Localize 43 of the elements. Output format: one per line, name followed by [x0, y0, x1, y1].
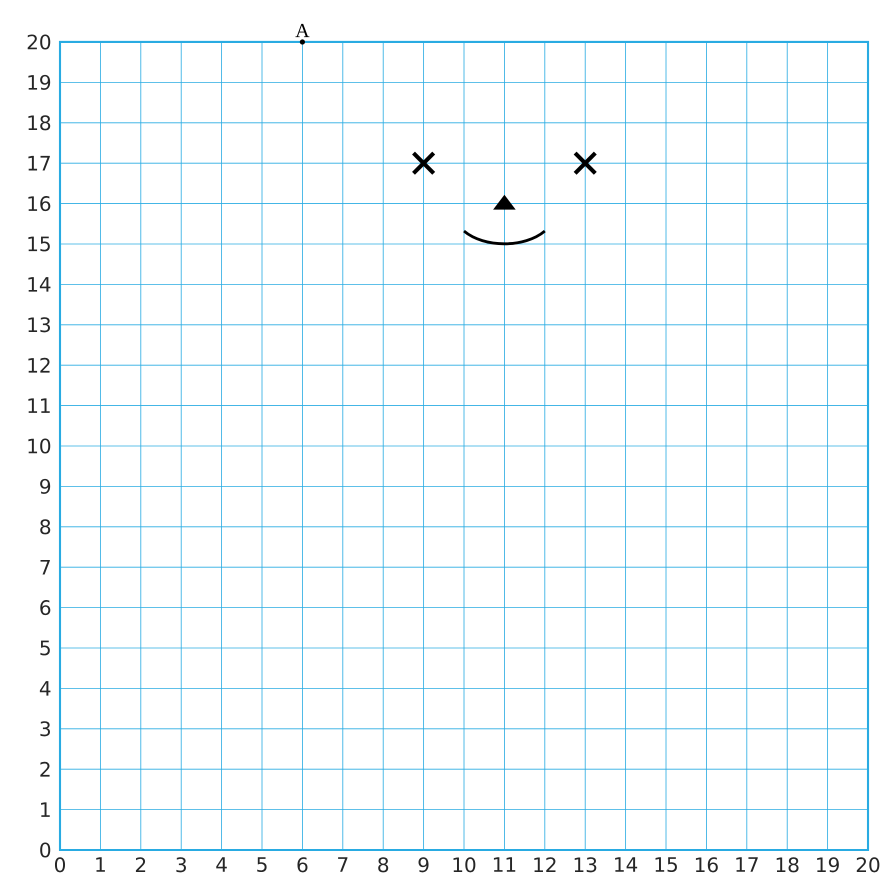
tick-label: 2	[136, 857, 146, 872]
tick-label: 14	[28, 277, 50, 292]
tick-label: 11	[28, 398, 50, 413]
tick-label: 7	[338, 857, 348, 872]
tick-label: 20	[28, 34, 50, 50]
tick-label: 16	[28, 196, 50, 212]
tick-label: 11	[494, 857, 516, 872]
tick-label: 1	[96, 857, 105, 872]
point-label: A	[295, 24, 310, 38]
tick-label: 16	[696, 857, 718, 872]
tick-label: 13	[574, 857, 596, 872]
tick-label: 17	[736, 857, 758, 872]
tick-label: 17	[28, 156, 50, 170]
tick-label: 10	[454, 857, 476, 872]
tick-label: 15	[656, 857, 677, 872]
tick-label: 9	[40, 478, 50, 494]
tick-label: 18	[776, 857, 799, 872]
tick-label: 13	[28, 317, 50, 332]
tick-label: 4	[40, 681, 50, 696]
tick-label: 2	[40, 762, 50, 777]
tick-label: 12	[534, 857, 556, 872]
tick-label: 10	[28, 438, 50, 454]
tick-label: 7	[40, 560, 50, 574]
tick-label: 5	[257, 857, 267, 872]
tick-label: 6	[40, 600, 50, 616]
tick-label: 3	[176, 857, 186, 872]
tick-label: 8	[378, 857, 388, 872]
tick-label: 0	[40, 842, 50, 858]
tick-label: 15	[28, 236, 50, 252]
tick-label: 12	[28, 358, 50, 373]
tick-label: 0	[54, 857, 66, 872]
tick-label: 19	[28, 74, 50, 90]
tick-label: 18	[28, 115, 50, 130]
tick-label: 6	[297, 857, 308, 872]
tick-label: 19	[817, 857, 839, 872]
tick-label: 20	[856, 857, 880, 872]
tick-label: 9	[418, 857, 429, 872]
tick-label: 8	[40, 519, 50, 534]
tick-label: 4	[216, 857, 227, 872]
tick-label: 5	[40, 640, 50, 656]
tick-label: 14	[615, 857, 638, 872]
tick-label: 1	[41, 802, 50, 817]
tick-label: 3	[40, 721, 50, 736]
